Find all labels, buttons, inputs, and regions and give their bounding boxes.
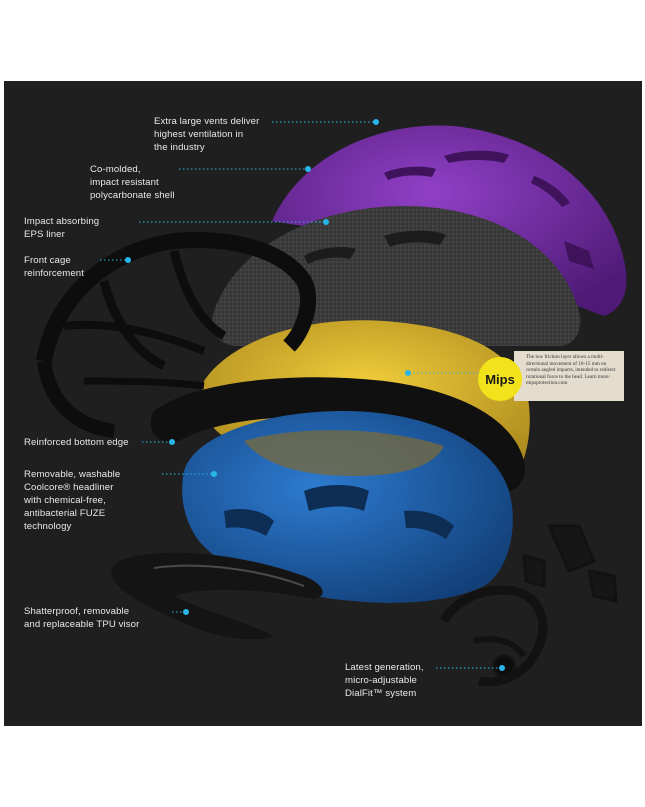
leader-dots — [125, 119, 505, 671]
visor — [111, 552, 323, 640]
callout-bottom-edge: Reinforced bottom edge — [24, 437, 129, 448]
callout-front-cage: Front cage reinforcement — [24, 255, 84, 279]
helmet-exploded-view — [36, 119, 627, 687]
outer-shell — [272, 125, 627, 316]
callout-shell: Co-molded, impact resistant polycarbonat… — [90, 164, 175, 201]
mips-badge: The low friction layer allows a multi-di… — [478, 351, 624, 401]
mips-description: The low friction layer allows a multi-di… — [514, 351, 624, 401]
headliner — [182, 411, 513, 603]
callout-dialfit: Latest generation, micro-adjustable Dial… — [345, 662, 424, 699]
diagram-panel: Extra large vents deliver highest ventil… — [4, 81, 642, 726]
bottom-edge-ring — [150, 377, 525, 492]
callout-vents: Extra large vents deliver highest ventil… — [154, 116, 260, 153]
leader-lines — [100, 121, 500, 669]
callout-headliner: Removable, washable Coolcore® headliner … — [24, 469, 121, 532]
front-cage — [36, 232, 316, 438]
callout-visor: Shatterproof, removable and replaceable … — [24, 606, 140, 630]
mips-logo: Mips — [478, 357, 522, 401]
callout-eps-liner: Impact absorbing EPS liner — [24, 216, 100, 240]
